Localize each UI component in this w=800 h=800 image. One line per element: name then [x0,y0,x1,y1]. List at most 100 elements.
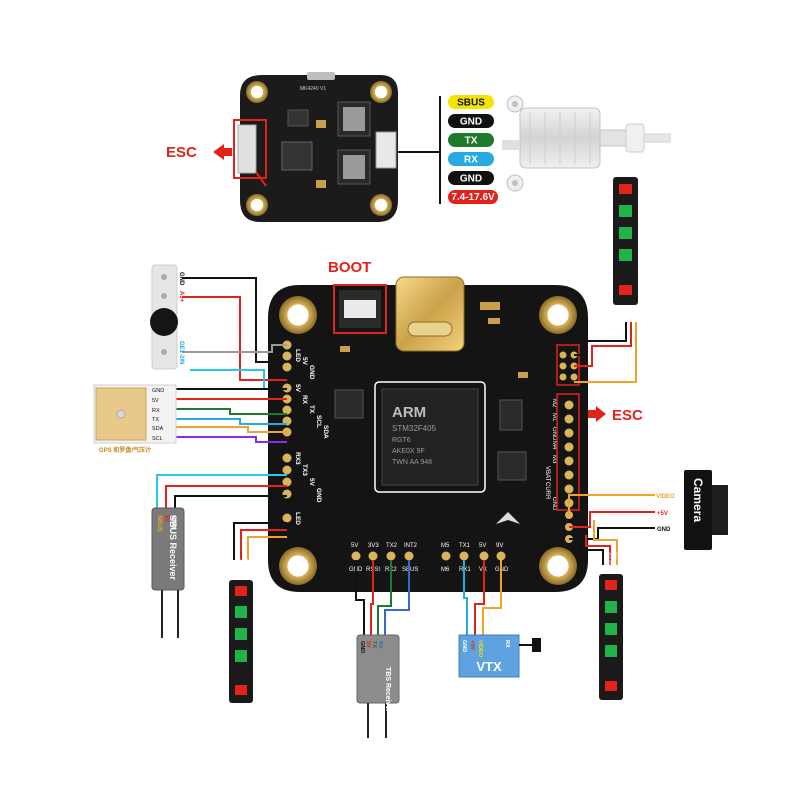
pad-label: GND [315,488,322,503]
esc-right-connector [375,131,397,169]
inductor-core [343,155,365,179]
pad-label: 5V [301,357,308,366]
esc-label-top: ESC [166,144,197,161]
usb-c-opening [407,321,453,337]
led-green [605,645,617,657]
led-pin-label: GND [604,552,610,566]
led-pin-label: LED [618,552,624,564]
pad-label: M4 [551,441,557,450]
wire-pill-label: GND [460,174,482,185]
wire-pill-label: RX [464,155,478,166]
pad-label: RX3 [294,452,301,465]
vtx-module: VTX GND +5V VIDEO RX [458,634,541,678]
camera-pin-label: GND [657,527,671,533]
pad-label: M1 [551,413,557,422]
led-green [619,249,632,261]
pad-label: GND [551,427,557,441]
led-red [605,681,617,691]
pad-label: RX1 [459,567,471,573]
led-pin-label: 5V [241,558,247,565]
gps-pin-label: GND [152,388,164,394]
camera-pin-label: +5V [657,511,668,517]
pad-label: M5 [441,543,450,549]
led-strip-bottom-right: GND 5V LED [599,552,624,700]
pad-label: 3V3 [368,543,379,549]
sbus-pin-label: GND [170,515,176,529]
buzzer-disc [150,308,178,336]
tbs-pin-label: 5V [365,641,371,648]
mount-hole [246,81,268,103]
motor-wire-labels: SBUS GND TX RX GND 7.4-17.6V [448,95,498,204]
sbus-receiver-label: SBUS Receiver [168,515,178,581]
vtx-label: VTX [476,659,502,674]
led-green [235,628,247,640]
arrow-left-icon [213,144,232,160]
esc-silk-label: MK4240 V1 [300,86,326,92]
led-pin-label: 5V [611,552,617,559]
camera-pin-label: VIDEO [656,494,675,500]
pad-label: LED [294,349,301,362]
mount-hole [539,547,577,585]
boot-button-cap [344,300,376,318]
tbs-pin-label: TX [371,641,377,648]
wire-pill: SBUS [448,95,494,109]
pad-label: TX3 [301,464,308,476]
esc-label-fc: ESC [612,407,643,424]
tbs-receiver: GND 5V TX RX TBS Receiver [356,634,400,738]
sbus-pin-label: SBUS [156,515,162,532]
gps-pin-label: SDA [152,426,164,432]
mcu-outline [374,381,486,493]
pad-label: VBAT [544,466,550,482]
buzzer: GND A5+ GE1-2IN [150,264,184,370]
pad-label: M3 [551,455,557,464]
pad-label: RX [301,395,308,405]
pad-label: 5V [351,543,358,549]
esc-connector-highlight [233,119,267,179]
led-pin-label: LED [620,312,626,324]
camera: Camera VIDEO +5V GND [656,470,728,550]
esc-ic [281,141,313,171]
wire-pill: GND [448,171,494,185]
buzzer-pin-label: A5+ [178,291,184,303]
mcu-sub: RGT6 [392,437,411,444]
led-strip-bottom-left: GND 5V LED [229,558,254,703]
boot-highlight [333,284,387,334]
gps-pin-label: 5V [152,398,159,404]
pad-label: TX [308,405,315,414]
gps-pin-label: SCL [152,436,163,442]
wire-pill-label: 7.4-17.6V [451,192,495,203]
wire-pill-bg [448,152,494,166]
gps-pin-label: TX [152,417,159,423]
mount-hole [370,194,392,216]
led-strip-top-right: LED 5V GND [613,177,638,326]
vtx-pin-label: GND [461,640,467,652]
mount-hole [279,547,317,585]
pad-label: GND [551,497,557,511]
sbus-pin-label: 5V [163,515,169,522]
fc-ic [499,399,523,431]
gps-module: GND 5V RX TX SDA SCL GPS 和罗盘/气压计 [93,384,177,454]
led-red [619,184,632,194]
wire-pill: GND [448,114,494,128]
pad-label: M6 [441,567,450,573]
wire-pill: TX [448,133,494,147]
led-pin-label: GND [632,312,638,326]
wire-pill-bg [448,133,494,147]
direction-arrow-icon [496,512,520,524]
vtx-antenna-connector [532,638,541,652]
arrow-right-icon [588,406,606,422]
pad-label: SDA [322,425,329,439]
led-green [235,650,247,662]
wire-pill: RX [448,152,494,166]
led-green [235,606,247,618]
wire-pill-label: TX [465,136,478,147]
buzzer-pin-label: GND [178,272,184,286]
buzzer-pin-label: GE1-2IN [178,341,184,364]
gps-pin-label: RX [152,408,160,414]
fc-ic [497,451,527,481]
pad-label: 9V [496,543,503,549]
mcu-part: STM32F405 [392,424,437,433]
smd-part [316,180,326,188]
vtx-pin-label: VIDEO [477,640,483,658]
led-green [605,623,617,635]
